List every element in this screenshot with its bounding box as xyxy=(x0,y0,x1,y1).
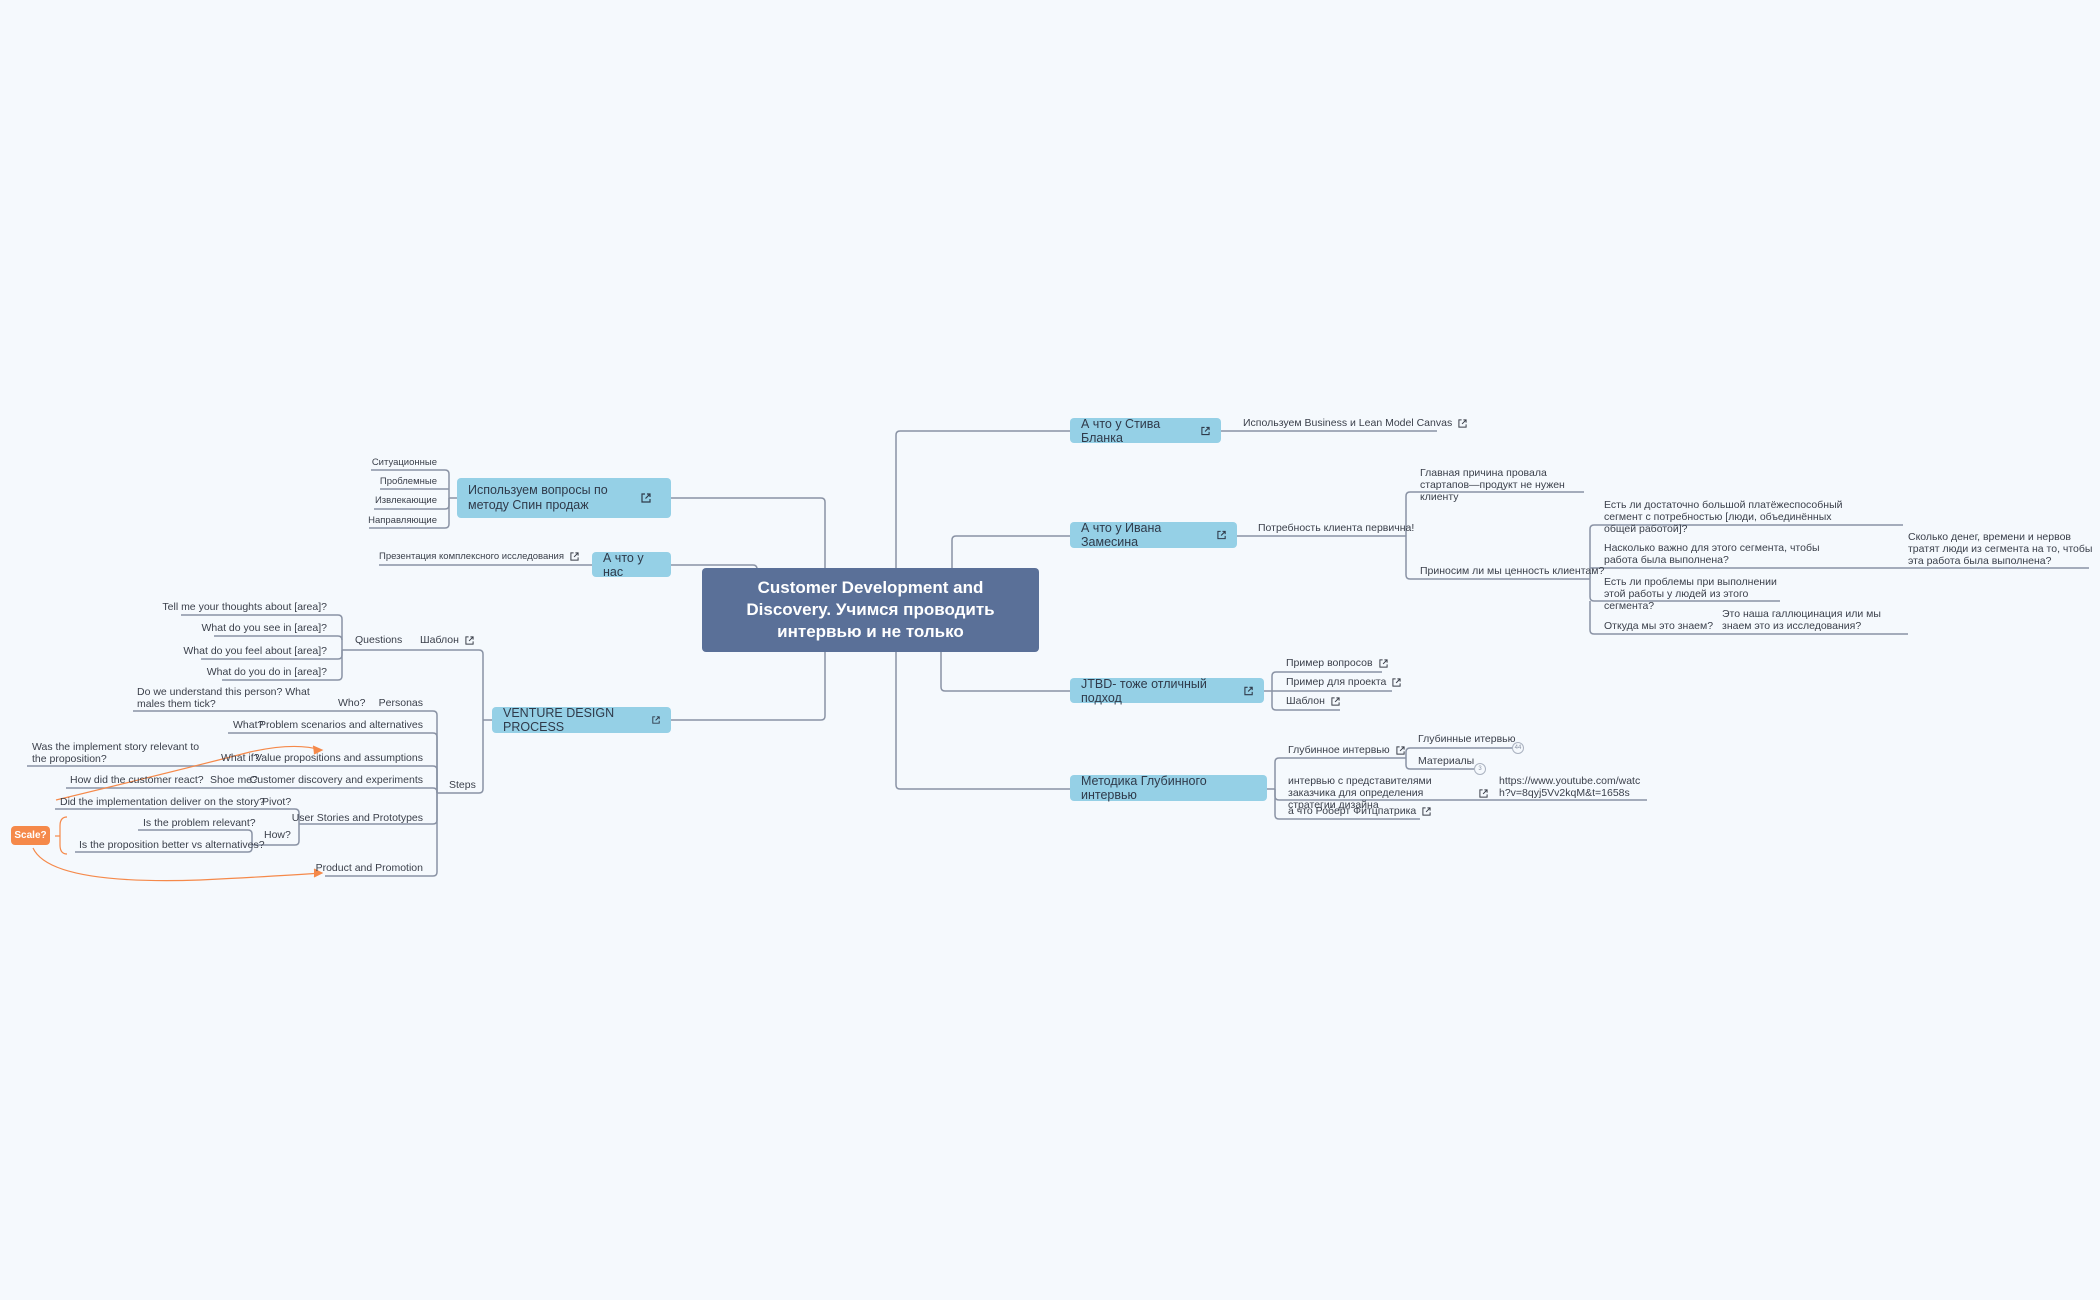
venture-template-node[interactable]: Шаблон xyxy=(420,634,474,646)
jtbd-item[interactable]: Пример для проекта xyxy=(1286,676,1401,688)
step-problem[interactable]: Problem scenarios and alternatives xyxy=(258,719,423,731)
whatif-question[interactable]: Was the implement story relevant to the … xyxy=(32,741,200,765)
topic-spin-selling[interactable]: Используем вопросы по методу Спин продаж xyxy=(457,478,671,518)
external-link-icon[interactable] xyxy=(652,715,660,725)
external-link-icon[interactable] xyxy=(1396,746,1405,755)
external-link-icon[interactable] xyxy=(1331,697,1340,706)
customer-need-node[interactable]: Потребность клиента первична! xyxy=(1258,522,1415,534)
topic-jtbd[interactable]: JTBD- тоже отличный подход xyxy=(1070,677,1264,705)
fitzpatrick-node[interactable]: а что Роберт Фитцпатрика xyxy=(1288,805,1431,817)
topic-ours[interactable]: А что у нас xyxy=(592,551,671,579)
step-value[interactable]: Value propositions and assumptions xyxy=(255,752,423,764)
pivot-node[interactable]: Pivot? xyxy=(262,796,292,808)
external-link-icon[interactable] xyxy=(1201,426,1210,436)
jtbd-item[interactable]: Пример вопросов xyxy=(1286,657,1388,669)
questions-node[interactable]: Questions xyxy=(355,634,403,646)
presentation-node[interactable]: Презентация комплексного исследования xyxy=(379,551,579,563)
external-link-icon[interactable] xyxy=(1217,530,1226,540)
showme-question[interactable]: How did the customer react? xyxy=(70,774,204,786)
step-personas[interactable]: Personas xyxy=(378,697,423,709)
segment-question[interactable]: Есть ли достаточно большой платёжеспособ… xyxy=(1604,499,1843,535)
question-item[interactable]: What do you feel about [area]? xyxy=(183,645,327,657)
jtbd-item[interactable]: Шаблон xyxy=(1286,695,1340,707)
step-discovery[interactable]: Customer discovery and experiments xyxy=(249,774,423,786)
importance-question[interactable]: Насколько важно для этого сегмента, чтоб… xyxy=(1604,542,1820,566)
spin-item[interactable]: Направляющие xyxy=(368,515,437,526)
deep-interviews-node[interactable]: Глубинные итервью xyxy=(1418,733,1516,745)
spin-item[interactable]: Извлекающие xyxy=(374,495,437,506)
external-link-icon[interactable] xyxy=(1244,686,1253,696)
step-stories[interactable]: User Stories and Prototypes xyxy=(291,812,423,824)
topic-ivan-zamesin[interactable]: А что у Ивана Замесина xyxy=(1070,521,1237,549)
external-link-icon[interactable] xyxy=(1458,419,1467,428)
evidence-question[interactable]: Откуда мы это знаем? xyxy=(1604,620,1714,632)
who-node[interactable]: Who? xyxy=(338,697,366,709)
main-reason-node[interactable]: Главная причина провала стартапов—продук… xyxy=(1420,467,1565,503)
external-link-icon[interactable] xyxy=(1479,788,1488,798)
topic-venture-design[interactable]: VENTURE DESIGN PROCESS xyxy=(492,706,671,734)
topic-steve-blank[interactable]: А что у Стива Бланка xyxy=(1070,417,1221,445)
what-node[interactable]: What? xyxy=(233,719,264,731)
question-item[interactable]: Tell me your thoughts about [area]? xyxy=(162,601,327,613)
client-interview-node[interactable]: интервью с представителями заказчика для… xyxy=(1288,775,1488,811)
external-link-icon[interactable] xyxy=(1378,659,1388,668)
hallucination-question[interactable]: Это наша галлюцинация или мы знаем это и… xyxy=(1722,608,1881,632)
materials-node[interactable]: Материалы xyxy=(1418,755,1475,767)
scale-callout[interactable]: Scale? xyxy=(11,826,50,845)
cost-question[interactable]: Сколько денег, времени и нервов тратят л… xyxy=(1908,531,2093,567)
how-question[interactable]: Is the problem relevant? xyxy=(143,817,256,829)
external-link-icon[interactable] xyxy=(1392,678,1401,687)
external-link-icon[interactable] xyxy=(641,493,651,503)
pivot-question[interactable]: Did the implementation deliver on the st… xyxy=(60,796,265,808)
external-link-icon[interactable] xyxy=(465,636,474,645)
collapsed-count-badge[interactable]: 3 xyxy=(1474,763,1486,775)
spin-item[interactable]: Проблемные xyxy=(379,476,437,487)
spin-item[interactable]: Ситуационные xyxy=(371,457,437,468)
how-question[interactable]: Is the proposition better vs alternative… xyxy=(79,839,265,851)
how-node[interactable]: How? xyxy=(264,829,291,841)
deep-interview-node[interactable]: Глубинное интервью xyxy=(1288,744,1405,756)
external-link-icon[interactable] xyxy=(570,552,579,561)
question-item[interactable]: What do you do in [area]? xyxy=(206,666,327,678)
topic-deep-interview[interactable]: Методика Глубинного интервью xyxy=(1070,774,1267,802)
central-topic[interactable]: Customer Development and Discovery. Учим… xyxy=(702,568,1039,652)
youtube-link[interactable]: https://www.youtube.com/watch?v=8qyj5Vv2… xyxy=(1499,775,1641,799)
problems-question[interactable]: Есть ли проблемы при выполнении этой раб… xyxy=(1604,576,1777,612)
whatif-node[interactable]: What if? xyxy=(221,752,260,764)
who-question[interactable]: Do we understand this person? What males… xyxy=(137,686,310,710)
showme-node[interactable]: Shoe me? xyxy=(210,774,258,786)
blank-canvas-node[interactable]: Используем Business и Lean Model Canvas xyxy=(1243,417,1467,429)
external-link-icon[interactable] xyxy=(1422,807,1431,816)
step-promotion[interactable]: Product and Promotion xyxy=(315,862,423,874)
collapsed-count-badge[interactable]: 44 xyxy=(1512,742,1524,754)
steps-node[interactable]: Steps xyxy=(449,779,476,791)
value-node[interactable]: Приносим ли мы ценность клиентам? xyxy=(1420,565,1605,577)
question-item[interactable]: What do you see in [area]? xyxy=(201,622,328,634)
